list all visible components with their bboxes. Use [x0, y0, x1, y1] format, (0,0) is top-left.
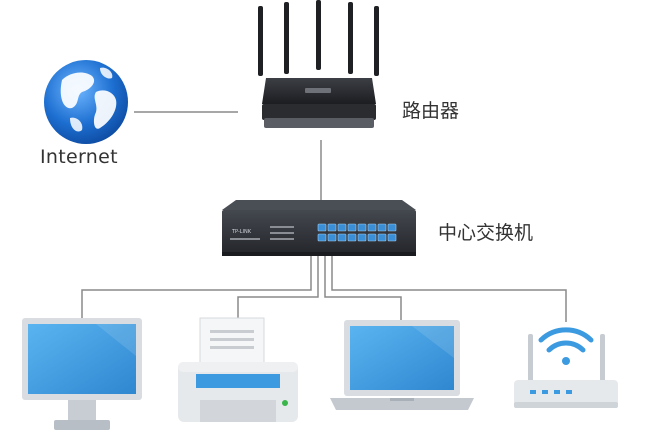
laptop-icon	[330, 320, 474, 410]
wifi-signal-icon	[538, 327, 594, 365]
switch-ports	[317, 223, 397, 242]
network-switch-icon: TP-LINK	[222, 200, 416, 256]
link-switch-printer	[237, 256, 319, 318]
wireless-router-icon	[258, 0, 379, 128]
svg-text:TP-LINK: TP-LINK	[231, 229, 252, 235]
connection-lines	[81, 111, 567, 322]
router-label: 路由器	[402, 100, 460, 122]
internet-label: Internet	[40, 146, 118, 168]
switch-label: 中心交换机	[438, 222, 534, 244]
desktop-monitor-icon	[22, 318, 142, 430]
link-switch-access-point	[331, 256, 567, 322]
link-switch-monitor	[81, 256, 312, 318]
globe-icon	[44, 60, 128, 144]
link-switch-laptop	[324, 256, 402, 320]
printer-icon	[178, 317, 298, 422]
wireless-access-point-icon	[514, 334, 618, 408]
